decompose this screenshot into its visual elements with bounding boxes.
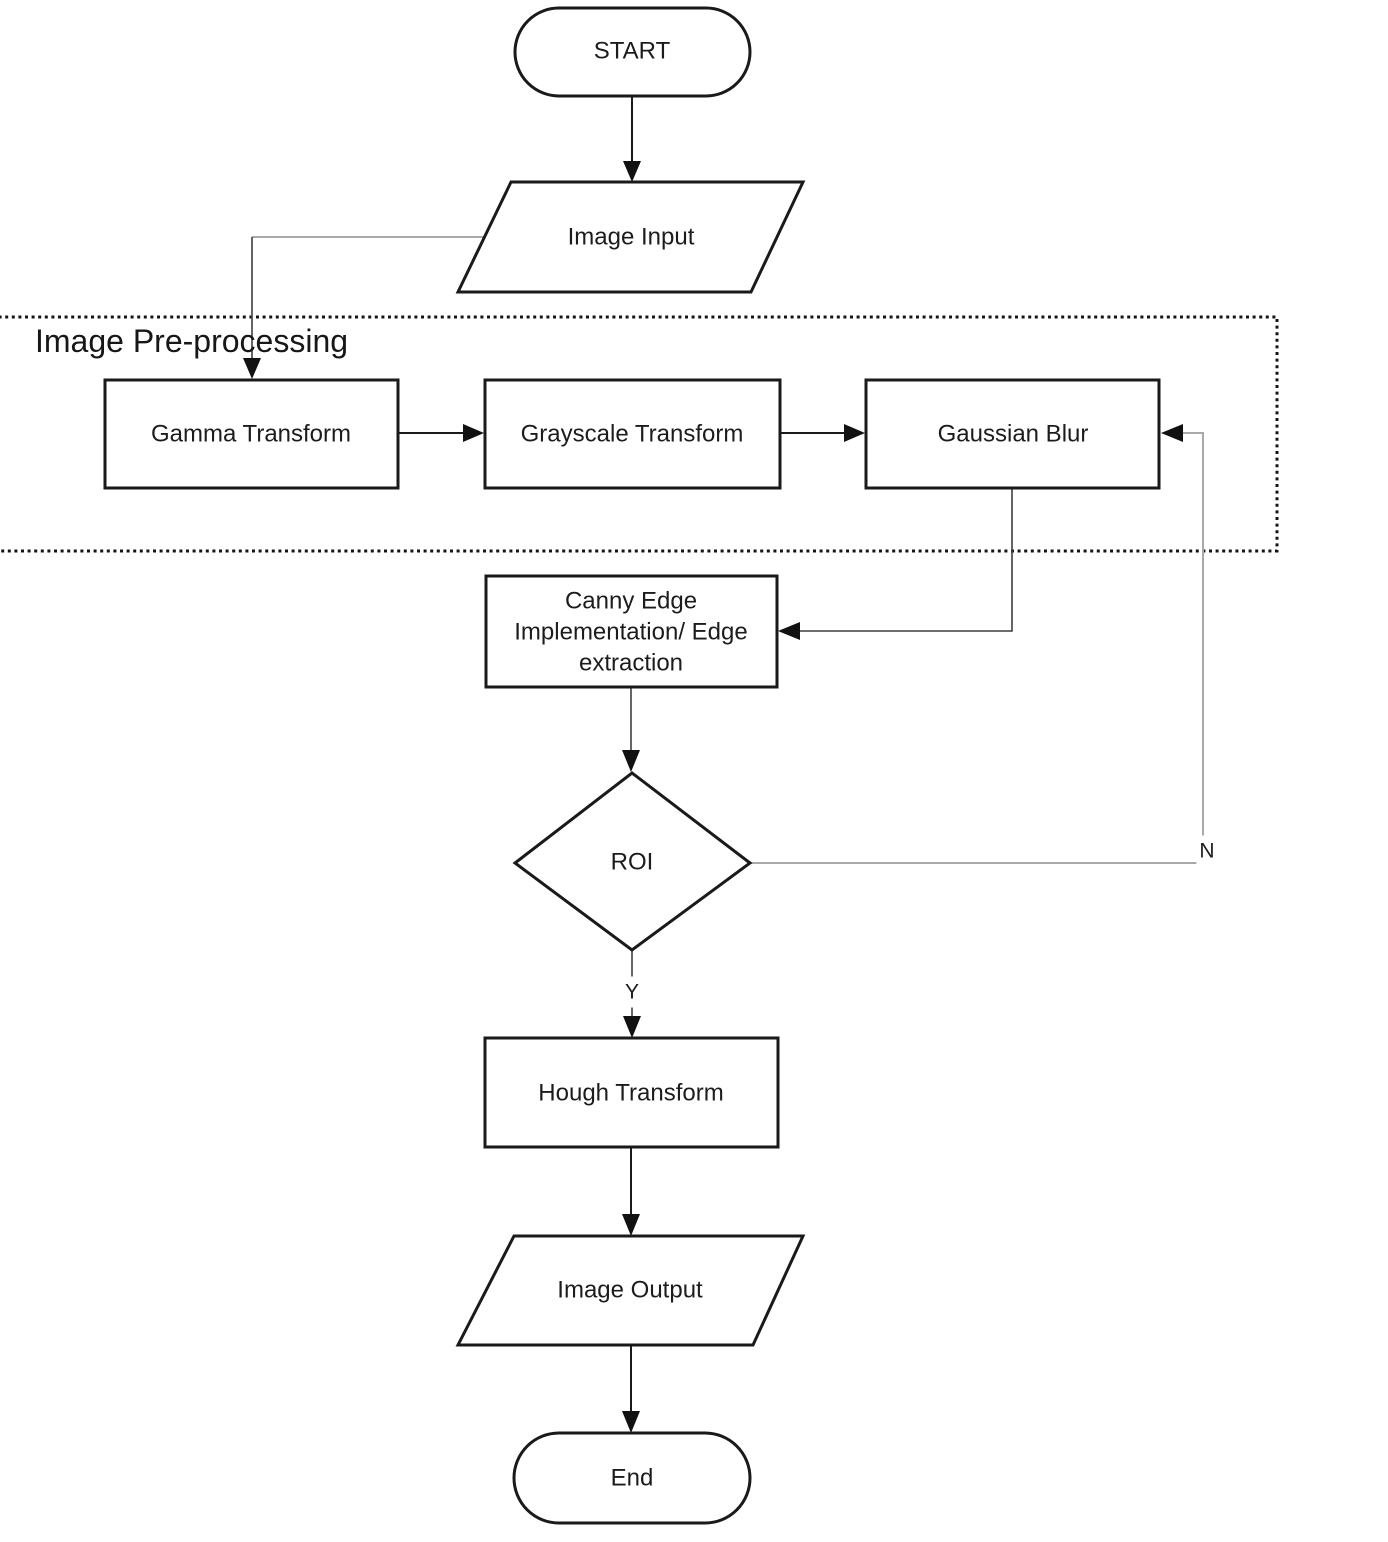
edge-gaussian-to-canny — [778, 488, 1013, 640]
node-grayscale-transform-label: Grayscale Transform — [520, 420, 744, 448]
node-image-input-shape — [455, 180, 806, 294]
node-hough-transform-shape — [483, 1036, 780, 1149]
edge-canny-to-roi — [622, 687, 640, 772]
node-canny-edge-label: Canny Edge Implementation/ Edge extracti… — [514, 587, 748, 677]
node-image-output-shape — [455, 1234, 806, 1347]
node-canny-edge-shape — [484, 574, 779, 689]
preprocessing-container-label: Image Pre-processing — [35, 323, 349, 359]
edge-grayscale-to-gaussian — [780, 424, 865, 442]
node-gamma-transform-shape — [103, 378, 400, 490]
edge-roi-no-to-gaussian-loop — [751, 424, 1204, 864]
node-end-shape — [512, 1431, 752, 1525]
node-end-label: End — [610, 1464, 654, 1492]
edge-gamma-to-grayscale — [398, 424, 484, 442]
branch-no-label: N — [1196, 835, 1218, 867]
edge-image-input-to-gamma — [243, 236, 487, 379]
node-gaussian-blur-label: Gaussian Blur — [937, 420, 1089, 448]
branch-yes-label: Y — [621, 976, 643, 1008]
node-roi-decision-label: ROI — [610, 848, 654, 876]
node-image-input-label: Image Input — [567, 223, 695, 251]
node-gamma-transform-label: Gamma Transform — [150, 420, 352, 448]
node-start-label: START — [593, 37, 671, 65]
node-gaussian-blur-shape — [864, 378, 1161, 490]
edge-hough-to-image-output — [622, 1147, 640, 1236]
node-hough-transform-label: Hough Transform — [538, 1079, 724, 1107]
node-image-output-label: Image Output — [557, 1276, 703, 1304]
preprocessing-container-box — [0, 315, 1279, 553]
edge-image-output-to-end — [622, 1345, 640, 1433]
edge-start-to-image-input — [623, 96, 641, 182]
node-start-shape — [513, 6, 752, 98]
node-grayscale-transform-shape — [483, 378, 782, 490]
node-roi-decision-shape — [512, 771, 753, 952]
